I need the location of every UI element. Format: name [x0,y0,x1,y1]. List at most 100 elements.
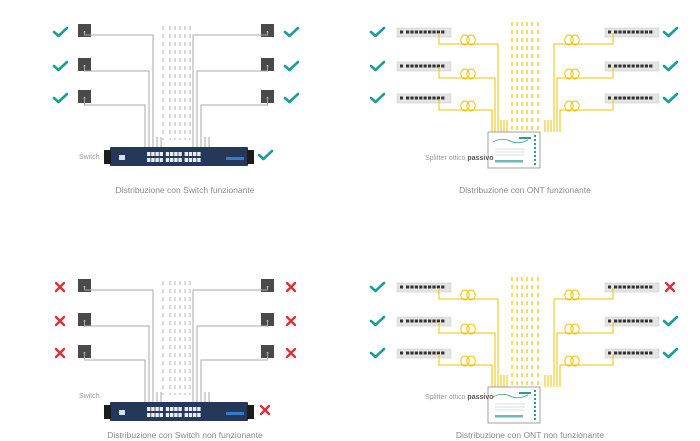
switch-port [193,407,197,411]
ont-port [622,351,626,355]
splitter-label: Splitter ottico passivo [425,155,494,162]
ont-port [406,96,410,100]
ont-port [631,351,635,355]
ont-port [428,319,432,323]
optical-splitter [487,386,541,424]
caption: Distribuzione con ONT non funzionante [455,430,605,440]
network-endpoint [261,58,274,71]
ont-port [406,30,410,34]
ont-power-port [400,319,403,323]
switch-port [159,407,163,411]
console-port [119,410,125,415]
splitter-port [534,163,536,165]
splitter-port [534,139,536,141]
fiber-coil [460,323,470,335]
ont-port [631,96,635,100]
copper-cable [192,32,268,151]
fiber-coil [570,355,580,367]
panel-switch-failed: Switch Distribuzione con Switch non funz… [0,245,350,441]
splitter-label-prefix: Splitter ottico [425,155,468,162]
fiber-coil [466,68,476,80]
ont-power-port [400,30,403,34]
check-icon [369,281,386,293]
switch-port [155,158,159,162]
ont-port [649,30,653,34]
check-icon [662,92,679,104]
switch-label: Switch [79,154,100,161]
rack-ear [104,405,111,419]
ont-port [636,64,640,68]
splitter-port [534,147,536,149]
switch-diagram [54,279,297,421]
switch-port [170,158,174,162]
ont-port [618,30,622,34]
check-icon [369,26,386,38]
splitter-strip [495,415,523,418]
check-icon [52,60,69,72]
switch-port [155,407,159,411]
ont-port [644,30,648,34]
check-icon [369,92,386,104]
ont-port [622,96,626,100]
ont-port [414,30,418,34]
ont-power-port [608,30,611,34]
cross-icon [54,347,66,359]
ont-port [649,351,653,355]
ont-power-port [608,285,611,289]
ont-port [622,285,626,289]
optical-splitter [487,131,541,169]
splitter-port [534,398,536,400]
copper-cable [84,287,154,406]
ont-port [631,319,635,323]
switch-port [147,407,151,411]
ont-port [631,285,635,289]
check-icon [662,347,679,359]
ont-port [419,30,423,34]
splitter-label-bold: passivo [467,155,494,162]
ont-port [406,351,410,355]
switch-port [155,152,159,156]
switch-port [170,152,174,156]
ont-port [432,30,436,34]
ont-port [436,285,440,289]
switch-port [184,413,188,417]
splitter-port [534,159,536,161]
ont-port [627,64,631,68]
network-switch [110,402,248,421]
ont-port [618,351,622,355]
fiber-coil [466,323,476,335]
copper-cable [196,321,268,406]
switch-port [165,413,170,417]
splitter-port [534,390,536,392]
rack-ear [247,150,254,164]
ont-port [441,319,445,323]
ont-port [618,96,622,100]
fiber-coil [460,289,470,301]
fiber-coil [564,34,574,46]
fiber-coil [466,100,476,112]
ont-power-port [400,285,403,289]
ont-port [436,319,440,323]
splitter-brand [519,137,531,139]
ont-port [410,319,414,323]
fiber-cable [438,322,496,387]
ont-port [432,285,436,289]
ont-port [622,64,626,68]
splitter-port [534,406,536,408]
network-switch [110,147,248,166]
check-icon [369,60,386,72]
fiber-coil [564,355,574,367]
ont-port [423,96,427,100]
check-icon [662,26,679,38]
ont-port [432,64,436,68]
ont-port [406,285,410,289]
ont-port [428,64,432,68]
ont-port [640,30,644,34]
ont-port [441,351,445,355]
copper-cable [84,353,146,406]
switch-port [184,158,188,162]
copper-cable [84,32,154,151]
fiber-cable [438,354,493,387]
ont-port [631,64,635,68]
network-endpoint [78,90,91,103]
